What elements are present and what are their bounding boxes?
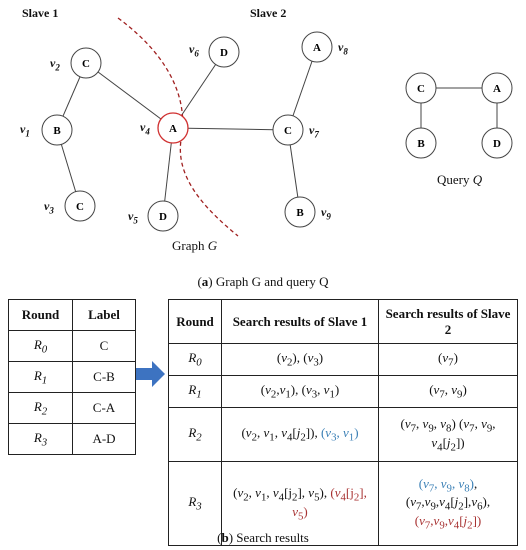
node-v7: C <box>272 114 304 146</box>
label-cell: C-B <box>72 361 136 393</box>
slave2-result: (v7, v9, v8) (v7, v9, v4[j2]) <box>378 407 518 462</box>
round-cell: R1 <box>8 361 73 393</box>
vertex-label-v9: v9 <box>321 205 331 222</box>
vertex-label-v4: v4 <box>140 120 150 137</box>
slave1-result: (v2,v1), (v3, v1) <box>221 375 379 408</box>
query-node-d: D <box>481 127 513 159</box>
results-header-slave1: Search results of Slave 1 <box>221 299 379 344</box>
node-letter: A <box>493 83 501 95</box>
vertex-label-v7: v7 <box>309 123 319 140</box>
node-letter: C <box>284 125 292 137</box>
arrow-icon <box>136 361 165 387</box>
node-v9: B <box>284 196 316 228</box>
graph-diagram: C B C A D D C A B C A B <box>41 17 513 237</box>
round-cell: R3 <box>168 461 222 546</box>
node-letter: B <box>53 125 61 137</box>
vertex-label-v5: v5 <box>128 209 138 226</box>
node-v1: B <box>41 114 73 146</box>
node-v8: A <box>301 31 333 63</box>
label-cell: C <box>72 330 136 362</box>
vertex-label-v3: v3 <box>44 199 54 216</box>
node-letter: C <box>417 83 425 95</box>
results-header-slave2: Search results of Slave 2 <box>378 299 518 344</box>
slave1-label: Slave 1 <box>22 6 59 20</box>
node-letter: A <box>313 42 321 54</box>
vertex-label-v8: v8 <box>338 40 348 57</box>
vertex-label-v2: v2 <box>50 56 60 73</box>
node-letter: D <box>220 47 228 59</box>
header-label: Label <box>72 299 136 331</box>
slave2-label: Slave 2 <box>250 6 287 20</box>
node-letter: C <box>82 58 90 70</box>
round-cell: R0 <box>168 343 222 376</box>
round-cell: R2 <box>8 392 73 424</box>
vertex-label-v1: v1 <box>20 122 30 139</box>
header-round: Round <box>8 299 73 331</box>
label-cell: C-A <box>72 392 136 424</box>
query-node-a: A <box>481 72 513 104</box>
node-letter: D <box>493 138 501 150</box>
results-header-round: Round <box>168 299 222 344</box>
search-results-table: Round Search results of Slave 1 Search r… <box>168 299 518 546</box>
round-cell: R1 <box>168 375 222 408</box>
round-cell: R3 <box>8 423 73 455</box>
round-label-table: Round Label R0 C R1 C-B R2 C-A R3 A-D <box>8 299 136 455</box>
label-cell: A-D <box>72 423 136 455</box>
slave1-result: (v2, v1, v4[j2], v5), (v4[j2], v5) <box>221 461 379 546</box>
slave1-result: (v2), (v3) <box>221 343 379 376</box>
node-v6: D <box>208 36 240 68</box>
node-v4: A <box>157 112 189 144</box>
graph-caption: Graph G <box>172 238 218 253</box>
slave1-result: (v2, v1, v4[j2]), (v3, v1) <box>221 407 379 462</box>
figure-caption-a: (a) Graph G and query Q <box>197 274 329 289</box>
slave2-result: (v7, v9) <box>378 375 518 408</box>
round-cell: R2 <box>168 407 222 462</box>
node-v3: C <box>64 190 96 222</box>
vertex-label-v6: v6 <box>189 42 199 59</box>
round-cell: R0 <box>8 330 73 362</box>
query-caption: Query Q <box>437 172 483 187</box>
query-node-c: C <box>405 72 437 104</box>
node-letter: A <box>169 123 177 135</box>
node-v2: C <box>70 47 102 79</box>
figure-caption-b: (b) Search results <box>217 530 309 545</box>
query-node-b: B <box>405 127 437 159</box>
node-letter: B <box>417 138 425 150</box>
slave2-result: (v7, v9, v8), (v7,v9,v4[j2],v6), (v7,v9,… <box>378 461 518 546</box>
slave2-result: (v7) <box>378 343 518 376</box>
node-letter: B <box>296 207 304 219</box>
node-letter: C <box>76 201 84 213</box>
node-letter: D <box>159 211 167 223</box>
node-v5: D <box>147 200 179 232</box>
